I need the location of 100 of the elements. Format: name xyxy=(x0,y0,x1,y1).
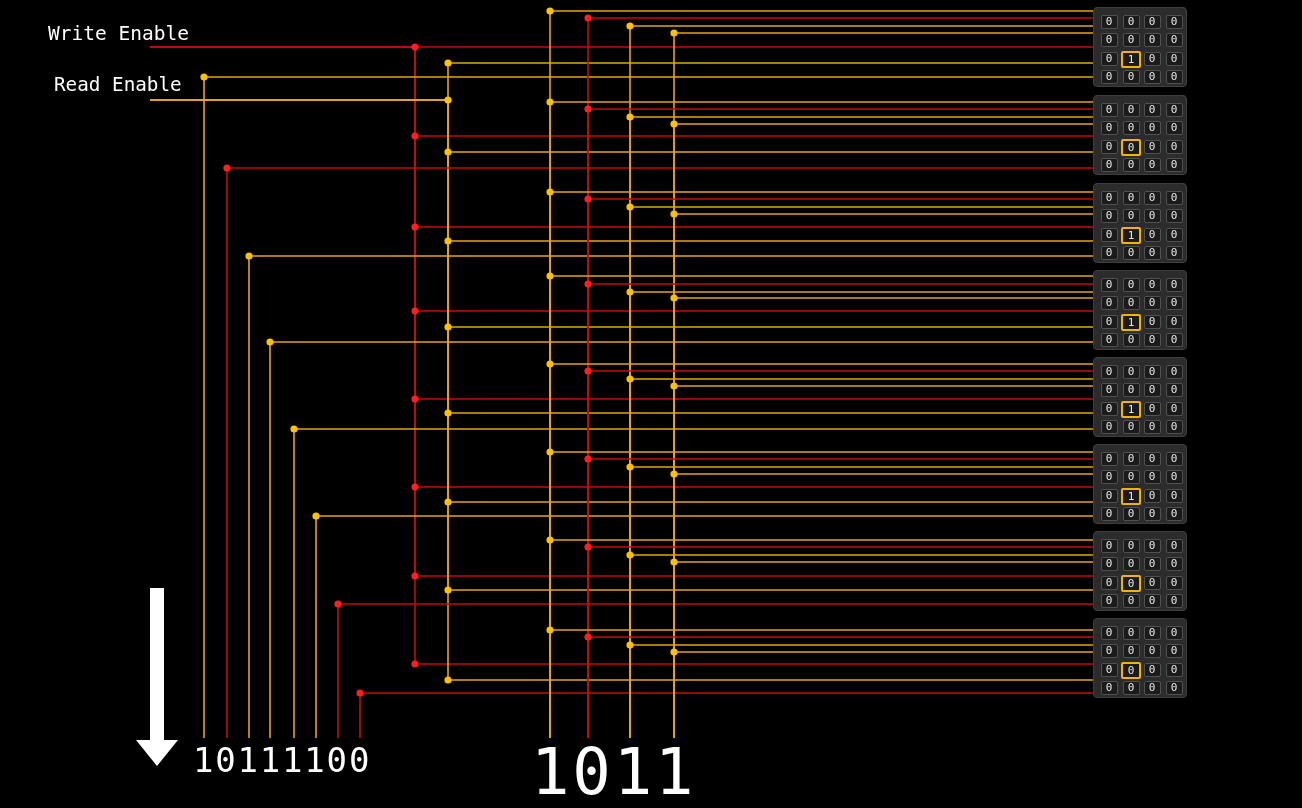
bit-cell: 0 xyxy=(1100,191,1118,205)
bit-cell: 0 xyxy=(1143,191,1161,205)
bit-cell: 0 xyxy=(1165,70,1183,84)
bit-cell: 0 xyxy=(1143,626,1161,640)
bit-cell: 0 xyxy=(1100,296,1118,310)
bit-cell: 0 xyxy=(1100,246,1118,260)
bit-cell: 0 xyxy=(1143,452,1161,466)
wire xyxy=(269,341,1094,739)
selected-bit-cell: 1 xyxy=(1121,226,1141,244)
wire xyxy=(315,515,1094,739)
bit-cell: 0 xyxy=(1100,402,1118,416)
bit-cell: 0 xyxy=(1143,507,1161,521)
bit-cell: 0 xyxy=(1143,470,1161,484)
bit-cell: 0 xyxy=(1100,663,1118,677)
bit-cell: 0 xyxy=(1143,121,1161,135)
bit-cell: 0 xyxy=(1165,420,1183,434)
bit-cell: 0 xyxy=(1122,539,1140,553)
memory-grid-panel xyxy=(1093,95,1187,175)
bit-cell: 0 xyxy=(1122,158,1140,172)
bit-cell: 0 xyxy=(1143,557,1161,571)
bit-cell: 0 xyxy=(1143,315,1161,329)
bit-cell: 0 xyxy=(1143,420,1161,434)
bit-cell: 0 xyxy=(1122,383,1140,397)
selected-bit-cell: 0 xyxy=(1121,574,1141,592)
bit-cell: 0 xyxy=(1100,315,1118,329)
bit-cell: 0 xyxy=(1122,420,1140,434)
bit-cell: 0 xyxy=(1165,103,1183,117)
signal-label: Read Enable xyxy=(54,75,182,100)
bit-cell: 0 xyxy=(1165,278,1183,292)
bit-cell: 0 xyxy=(1100,70,1118,84)
bit-cell: 0 xyxy=(1165,228,1183,242)
bit-cell: 0 xyxy=(1100,576,1118,590)
bit-cell: 0 xyxy=(1122,333,1140,347)
bit-cell: 0 xyxy=(1165,594,1183,608)
bit-cell: 0 xyxy=(1165,33,1183,47)
bit-cell: 0 xyxy=(1122,296,1140,310)
bit-cell: 0 xyxy=(1143,489,1161,503)
bit-cell: 0 xyxy=(1122,365,1140,379)
memory-grid-panel xyxy=(1093,444,1187,524)
bit-cell: 0 xyxy=(1143,103,1161,117)
bit-cell: 0 xyxy=(1143,140,1161,154)
bit-cell: 0 xyxy=(1165,383,1183,397)
bit-cell: 0 xyxy=(1143,576,1161,590)
binary-number: 10111100 xyxy=(193,738,372,777)
bit-cell: 0 xyxy=(1165,507,1183,521)
bit-cell: 0 xyxy=(1122,15,1140,29)
bit-cell: 0 xyxy=(1143,15,1161,29)
bit-cell: 0 xyxy=(1100,557,1118,571)
bit-cell: 0 xyxy=(1143,333,1161,347)
bit-cell: 0 xyxy=(1100,209,1118,223)
bit-cell: 0 xyxy=(1165,140,1183,154)
bit-cell: 0 xyxy=(1122,507,1140,521)
selected-bit-cell: 1 xyxy=(1121,313,1141,331)
bit-cell: 0 xyxy=(1143,278,1161,292)
bit-cell: 0 xyxy=(1100,383,1118,397)
memory-grid-panel xyxy=(1093,183,1187,263)
bit-cell: 0 xyxy=(1165,191,1183,205)
wire xyxy=(359,692,1094,739)
bit-cell: 0 xyxy=(1100,489,1118,503)
bit-cell: 0 xyxy=(1122,278,1140,292)
bit-cell: 0 xyxy=(1100,365,1118,379)
bit-cell: 0 xyxy=(1100,452,1118,466)
bit-cell: 0 xyxy=(1100,594,1118,608)
wire xyxy=(226,167,1094,739)
wire xyxy=(248,255,1094,739)
bit-cell: 0 xyxy=(1165,681,1183,695)
bit-cell: 0 xyxy=(1100,420,1118,434)
bit-cell: 0 xyxy=(1122,626,1140,640)
bit-cell: 0 xyxy=(1143,644,1161,658)
memory-grid-panel xyxy=(1093,618,1187,698)
wire xyxy=(629,644,1094,739)
selected-bit-cell: 0 xyxy=(1121,138,1141,156)
signal-label: Write Enable xyxy=(48,24,189,47)
bit-cell: 0 xyxy=(1165,52,1183,66)
bit-cell: 0 xyxy=(1143,365,1161,379)
bit-cell: 0 xyxy=(1100,626,1118,640)
bit-cell: 0 xyxy=(1165,626,1183,640)
memory-grid-panel xyxy=(1093,357,1187,437)
bit-cell: 0 xyxy=(1165,539,1183,553)
wire xyxy=(673,651,1094,739)
memory-grid-panel xyxy=(1093,7,1187,87)
bit-cell: 0 xyxy=(1100,470,1118,484)
binary-number: 1011 xyxy=(531,738,697,804)
bit-cell: 0 xyxy=(1165,489,1183,503)
bit-cell: 0 xyxy=(1165,158,1183,172)
bit-cell: 0 xyxy=(1122,644,1140,658)
bit-cell: 0 xyxy=(1122,470,1140,484)
bit-cell: 0 xyxy=(1165,470,1183,484)
bit-cell: 0 xyxy=(1122,452,1140,466)
bit-cell: 0 xyxy=(1165,663,1183,677)
bit-cell: 0 xyxy=(1100,103,1118,117)
wire xyxy=(293,428,1094,739)
bit-cell: 0 xyxy=(1100,539,1118,553)
selected-bit-cell: 1 xyxy=(1121,487,1141,505)
bit-cell: 0 xyxy=(1143,33,1161,47)
bit-cell: 0 xyxy=(1100,681,1118,695)
memory-grid-panel xyxy=(1093,270,1187,350)
bit-cell: 0 xyxy=(1165,333,1183,347)
bit-cell: 0 xyxy=(1143,539,1161,553)
bit-cell: 0 xyxy=(1143,209,1161,223)
